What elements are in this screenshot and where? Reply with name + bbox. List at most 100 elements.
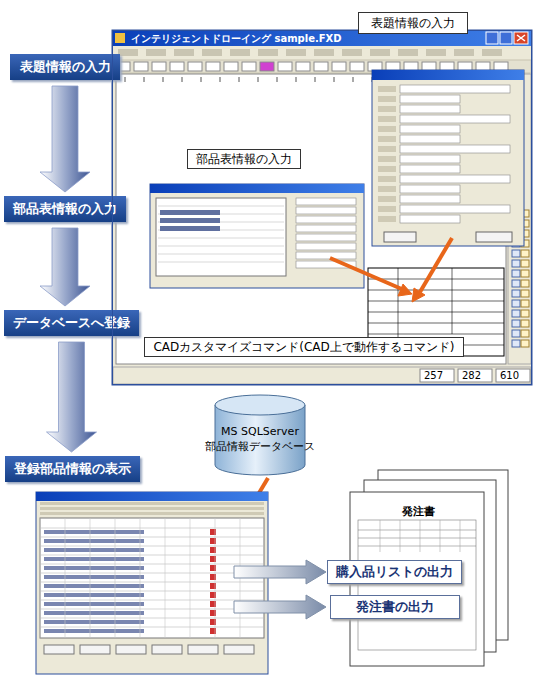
stroke bbox=[40, 618, 264, 619]
stroke bbox=[378, 146, 396, 152]
flow-arrow bbox=[47, 342, 97, 452]
title-dialog bbox=[372, 70, 524, 246]
stroke bbox=[482, 49, 502, 56]
stroke bbox=[378, 96, 396, 102]
stroke bbox=[521, 270, 529, 277]
stroke bbox=[378, 126, 396, 132]
stroke bbox=[80, 645, 110, 654]
stroke bbox=[158, 206, 284, 207]
stroke bbox=[44, 645, 74, 654]
node-text: CADカスタマイズコマンド(CAD上で動作するコマンド) bbox=[153, 339, 454, 356]
stroke bbox=[378, 86, 396, 92]
parts-dialog bbox=[150, 184, 364, 288]
stroke bbox=[358, 530, 476, 531]
stroke bbox=[190, 518, 191, 638]
stroke bbox=[296, 207, 356, 214]
stroke bbox=[400, 195, 460, 203]
stroke bbox=[206, 62, 220, 71]
stroke bbox=[163, 77, 164, 82]
stroke bbox=[296, 216, 356, 223]
stroke bbox=[40, 627, 264, 628]
status-value: 610 bbox=[500, 370, 519, 381]
stroke bbox=[44, 602, 144, 606]
stroke bbox=[160, 210, 220, 215]
stroke bbox=[44, 530, 144, 534]
screen-label: 部品表情報の入力 bbox=[187, 149, 301, 169]
stroke bbox=[512, 330, 520, 337]
stroke bbox=[420, 520, 421, 552]
stroke bbox=[332, 62, 346, 71]
stroke bbox=[260, 62, 274, 71]
stroke bbox=[512, 320, 520, 327]
stroke bbox=[158, 246, 284, 247]
node-text: 表題情報の入力 bbox=[371, 15, 455, 32]
stroke bbox=[296, 198, 356, 205]
cad-window-frame: インテリジェントドローイング sample.FXD 部品表情報の入力 CADカスタマ… bbox=[112, 30, 532, 385]
stroke bbox=[202, 49, 222, 56]
document-title: 発注書 bbox=[402, 504, 435, 519]
stroke bbox=[380, 520, 381, 552]
stroke bbox=[296, 234, 356, 241]
step-box: 部品表情報の入力 bbox=[4, 196, 126, 222]
stroke bbox=[521, 290, 529, 297]
stroke bbox=[152, 645, 182, 654]
stroke bbox=[182, 77, 183, 82]
status-value: 282 bbox=[462, 370, 481, 381]
stroke bbox=[342, 49, 362, 56]
stroke bbox=[40, 512, 264, 515]
stroke bbox=[521, 300, 529, 307]
stroke bbox=[40, 546, 264, 547]
stroke bbox=[296, 77, 297, 82]
stroke bbox=[258, 77, 259, 82]
stroke bbox=[277, 77, 278, 82]
stroke bbox=[368, 312, 504, 313]
stroke bbox=[368, 290, 504, 291]
stroke bbox=[378, 196, 396, 202]
output-box: 購入品リストの出力 bbox=[327, 560, 462, 584]
stroke bbox=[44, 557, 144, 561]
screen-caption: CADカスタマイズコマンド(CAD上で動作するコマンド) bbox=[144, 337, 464, 357]
stroke bbox=[400, 115, 510, 123]
stroke bbox=[116, 645, 146, 654]
stroke bbox=[90, 518, 91, 638]
stroke bbox=[286, 49, 306, 56]
stroke bbox=[40, 564, 264, 565]
node-text: インテリジェントドローイング sample.FXD bbox=[131, 32, 342, 46]
stroke bbox=[358, 538, 476, 539]
stroke bbox=[44, 539, 144, 543]
stroke bbox=[521, 320, 529, 327]
stroke bbox=[358, 520, 476, 650]
stroke bbox=[512, 310, 520, 317]
stroke bbox=[44, 548, 144, 552]
stroke bbox=[512, 300, 520, 307]
stroke bbox=[242, 62, 256, 71]
stroke bbox=[440, 520, 441, 552]
stroke bbox=[350, 62, 364, 71]
stroke bbox=[512, 280, 520, 287]
node-text: 購入品リストの出力 bbox=[336, 563, 453, 581]
stroke bbox=[215, 518, 216, 638]
stroke bbox=[296, 225, 356, 232]
stroke bbox=[40, 555, 264, 556]
stroke bbox=[40, 573, 264, 574]
stroke bbox=[378, 156, 396, 162]
stroke bbox=[170, 62, 184, 71]
stroke bbox=[40, 507, 264, 510]
stroke bbox=[368, 323, 504, 324]
screen-label: 表題情報の入力 bbox=[358, 12, 468, 34]
stroke bbox=[224, 645, 254, 654]
stroke bbox=[400, 185, 460, 193]
stroke bbox=[460, 520, 461, 552]
stroke bbox=[512, 260, 520, 267]
stroke bbox=[426, 49, 446, 56]
stroke bbox=[40, 528, 264, 529]
stroke bbox=[521, 340, 529, 347]
stroke bbox=[400, 215, 460, 223]
stroke bbox=[296, 243, 356, 250]
stroke bbox=[400, 145, 510, 153]
node-text: 表題情報の入力 bbox=[20, 58, 111, 76]
stroke bbox=[224, 62, 238, 71]
stroke bbox=[521, 330, 529, 337]
stroke bbox=[454, 49, 474, 56]
node-text: 登録部品情報の表示 bbox=[14, 460, 131, 478]
